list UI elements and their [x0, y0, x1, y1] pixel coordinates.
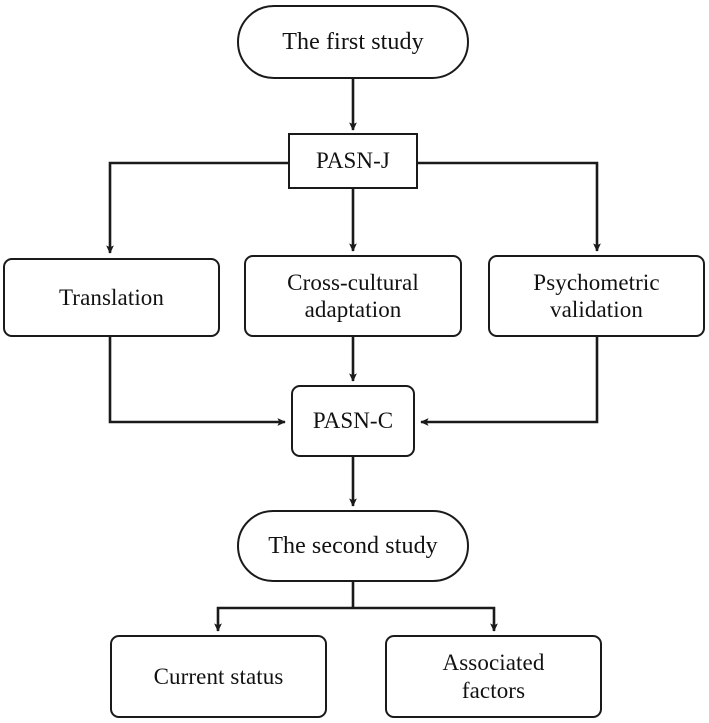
node-translation[interactable]: Translation — [3, 258, 220, 337]
edge-second-study-to-assoc-factors — [353, 606, 498, 632]
node-second-study-label: The second study — [268, 532, 438, 559]
edge-psychometric-to-pasn-c — [420, 337, 599, 426]
node-associated-factors-label: Associated factors — [442, 650, 545, 703]
node-pasn-j-label: PASN-J — [316, 148, 390, 174]
node-pasn-c[interactable]: PASN-C — [291, 385, 415, 457]
node-psychometric-validation-label: Psychometric validation — [533, 269, 660, 322]
node-pasn-c-label: PASN-C — [312, 408, 394, 434]
node-cross-cultural-adaptation-label: Cross-cultural adaptation — [287, 269, 419, 322]
node-associated-factors[interactable]: Associated factors — [385, 635, 602, 718]
node-first-study[interactable]: The first study — [237, 5, 469, 79]
edge-translation-to-pasn-c — [108, 337, 286, 426]
node-translation-label: Translation — [58, 284, 165, 310]
edge-pasn-j-to-psychometric — [418, 161, 601, 252]
node-psychometric-validation[interactable]: Psychometric validation — [488, 255, 705, 337]
node-pasn-j[interactable]: PASN-J — [288, 133, 418, 189]
node-cross-cultural-adaptation[interactable]: Cross-cultural adaptation — [244, 255, 462, 337]
node-first-study-label: The first study — [282, 28, 424, 55]
node-current-status-label: Current status — [153, 663, 284, 689]
edge-pasn-j-to-translation — [106, 161, 288, 254]
node-second-study[interactable]: The second study — [237, 510, 469, 582]
edge-second-study-to-current-status — [214, 606, 353, 632]
node-current-status[interactable]: Current status — [110, 635, 327, 718]
